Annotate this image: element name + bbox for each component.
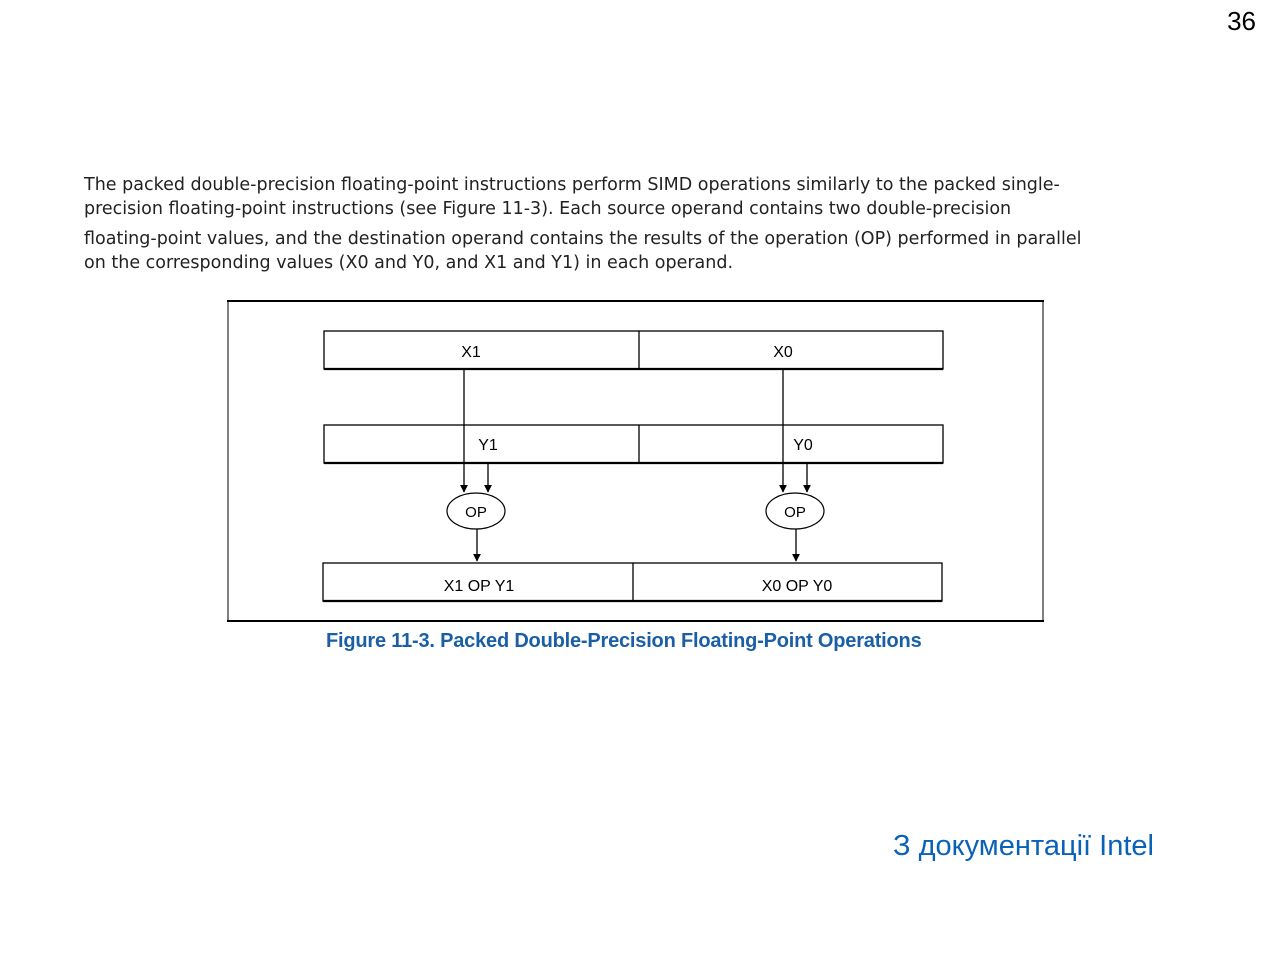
source-register-y: Y1 Y0 [323, 424, 944, 465]
text-line: The packed double-precision floating-poi… [84, 175, 1060, 195]
text-line: on the corresponding values (X0 and Y0, … [84, 253, 734, 273]
body-paragraph-2: floating-point values, and the destinati… [84, 227, 1194, 275]
text-line: floating-point values, and the destinati… [84, 229, 1082, 249]
register-label-x0: X0 [773, 344, 793, 361]
figure-caption: Figure 11-3. Packed Double-Precision Flo… [326, 630, 922, 652]
source-register-x: X1 X0 [323, 330, 944, 371]
source-note: З документації Intel [893, 830, 1154, 862]
text-line: precision floating-point instructions (s… [84, 199, 1012, 219]
register-label-x1: X1 [461, 344, 481, 361]
figure-frame: X1 X0 Y1 Y0 OP OP [227, 300, 1044, 622]
packed-double-diagram: X1 X0 Y1 Y0 OP OP [227, 300, 1044, 622]
result-label-low: X0 OP Y0 [762, 578, 833, 595]
result-label-high: X1 OP Y1 [444, 578, 515, 595]
op-node-left: OP [446, 492, 506, 530]
slide-number: 36 [1227, 6, 1256, 36]
op-label-left: OP [465, 504, 487, 521]
register-label-y1: Y1 [478, 437, 498, 454]
destination-register: X1 OP Y1 X0 OP Y0 [322, 562, 943, 603]
register-label-y0: Y0 [793, 437, 813, 454]
body-paragraph-1: The packed double-precision floating-poi… [84, 173, 1194, 221]
op-node-right: OP [765, 492, 825, 530]
op-label-right: OP [784, 504, 806, 521]
